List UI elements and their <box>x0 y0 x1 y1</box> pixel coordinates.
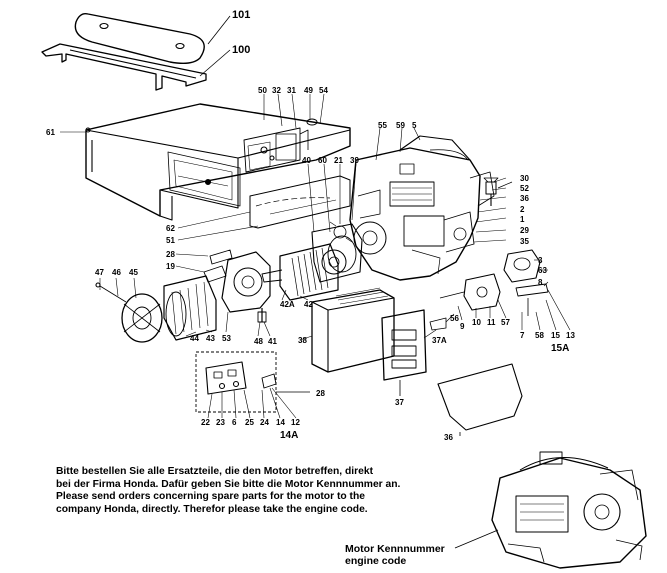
callout-29: 29 <box>520 226 529 235</box>
callout-37A: 37A <box>432 336 447 345</box>
callout-15: 15 <box>551 331 560 340</box>
part-36-cover-sheet <box>437 363 523 436</box>
callout-54: 54 <box>319 86 328 95</box>
callout-30: 30 <box>520 174 529 183</box>
callout-62: 62 <box>166 224 175 233</box>
engine-code-caption: Motor Kennnummer engine code <box>345 543 445 567</box>
callout-101: 101 <box>232 9 251 21</box>
generator-housing <box>85 103 351 221</box>
callout-7: 7 <box>520 331 525 340</box>
part-101-cover-plate <box>74 12 231 65</box>
callout-1: 1 <box>520 215 525 224</box>
callout-28: 28 <box>166 250 175 259</box>
part-14A-socket-panel <box>195 351 310 413</box>
callout-9: 9 <box>460 322 465 331</box>
callout-6: 6 <box>232 418 237 427</box>
callout-35: 35 <box>520 237 529 246</box>
part-10-valve-assembly <box>429 273 501 331</box>
callout-8: 8 <box>538 278 543 287</box>
ordering-notice: Bitte bestellen Sie alle Ersatzteile, di… <box>56 466 496 516</box>
callout-28-panel: 28 <box>316 389 325 398</box>
callout-12: 12 <box>291 418 300 427</box>
callout-3: 3 <box>538 256 543 265</box>
engine-caption-line-2: engine code <box>345 555 407 567</box>
notice-line-4: company Honda, directly. Therefor please… <box>56 503 368 515</box>
part-19-bearing-carrier <box>203 249 271 323</box>
callout-56: 56 <box>450 314 459 323</box>
notice-line-1: Bitte bestellen Sie alle Ersatzteile, di… <box>56 466 373 477</box>
notice-line-3: Please send orders concerning spare part… <box>56 491 365 502</box>
callout-23: 23 <box>216 418 225 427</box>
callout-21: 21 <box>334 156 343 165</box>
part-100-bracket <box>41 43 231 91</box>
callout-36-sheet: 36 <box>444 433 453 442</box>
callout-63: 63 <box>538 266 547 275</box>
callout-38: 38 <box>298 336 307 345</box>
callout-55: 55 <box>378 121 387 130</box>
callout-40: 40 <box>302 156 311 165</box>
callout-44: 44 <box>190 334 199 343</box>
honda-engine-photo <box>454 451 647 569</box>
part-45-fan-cover <box>95 282 163 343</box>
callout-32: 32 <box>272 86 281 95</box>
callout-25: 25 <box>245 418 254 427</box>
callout-14: 14 <box>276 418 285 427</box>
part-3-carburetor-parts <box>503 249 549 316</box>
callout-58: 58 <box>535 331 544 340</box>
callout-10: 10 <box>472 318 481 327</box>
callout-53: 53 <box>222 334 231 343</box>
callout-49: 49 <box>304 86 313 95</box>
part-37-control-panel <box>381 309 427 396</box>
callout-36: 36 <box>520 194 529 203</box>
callout-11: 11 <box>487 318 496 327</box>
honda-engine-assembly <box>329 135 495 281</box>
callout-48: 48 <box>254 337 263 346</box>
engine-caption-line-1: Motor Kennnummer <box>345 543 445 555</box>
part-62-side-frame <box>249 175 351 229</box>
part-38-base-tray <box>311 287 395 373</box>
callout-51: 51 <box>166 236 175 245</box>
callout-37: 37 <box>395 398 404 407</box>
callout-5: 5 <box>412 121 417 130</box>
callout-42A: 42A <box>280 300 295 309</box>
callout-43: 43 <box>206 334 215 343</box>
callout-31: 31 <box>287 86 296 95</box>
callout-45: 45 <box>129 268 138 277</box>
part-30-52-fuel-fittings <box>483 177 513 206</box>
callout-57: 57 <box>501 318 510 327</box>
callout-41: 41 <box>268 337 277 346</box>
part-40-stator <box>311 223 363 283</box>
leader-lines <box>60 93 571 419</box>
callout-47: 47 <box>95 268 104 277</box>
callout-61: 61 <box>46 128 55 137</box>
callout-46: 46 <box>112 268 121 277</box>
callout-24: 24 <box>260 418 269 427</box>
part-42-rotor <box>261 243 347 301</box>
callout-2: 2 <box>520 205 525 214</box>
callout-60: 60 <box>318 156 327 165</box>
callout-19: 19 <box>166 262 175 271</box>
callout-59: 59 <box>396 121 405 130</box>
callout-100: 100 <box>232 44 251 56</box>
part-44-fan <box>163 275 217 341</box>
callout-22: 22 <box>201 418 210 427</box>
callout-39: 39 <box>350 156 359 165</box>
callout-15A: 15A <box>551 343 570 354</box>
callout-50: 50 <box>258 86 267 95</box>
callout-13: 13 <box>566 331 575 340</box>
callout-52: 52 <box>520 184 529 193</box>
callout-14A: 14A <box>280 430 299 441</box>
notice-line-2: bei der Firma Honda. Dafür geben Sie bit… <box>56 478 401 490</box>
callout-42: 42 <box>304 300 313 309</box>
